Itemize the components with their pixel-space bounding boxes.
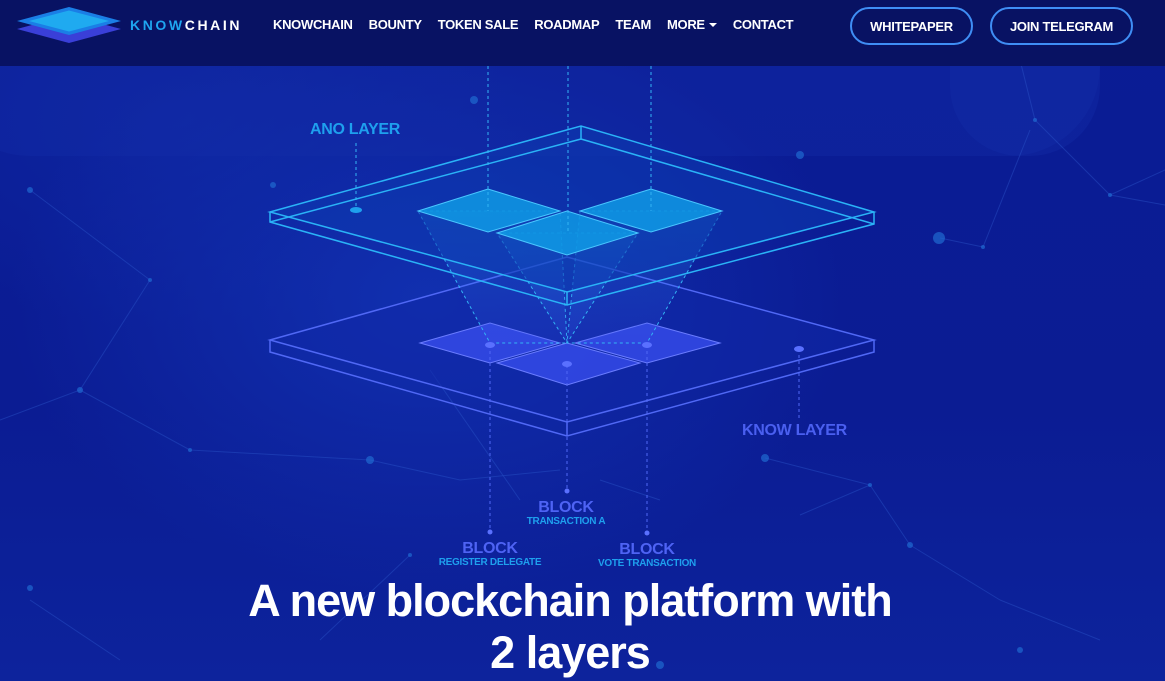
nav-link-roadmap[interactable]: ROADMAP [534, 17, 600, 32]
block-register-delegate: BLOCK REGISTER DELEGATE [430, 540, 550, 569]
nav-link-bounty[interactable]: BOUNTY [368, 17, 422, 32]
block-transaction-a: BLOCK TRANSACTION A [516, 499, 616, 528]
nav-link-more-label: MORE [667, 17, 705, 32]
block-title: BLOCK [462, 540, 518, 557]
brand-home-link[interactable]: KNOWCHAIN [17, 7, 239, 45]
hero-headline: A new blockchain platform with 2 layers [0, 575, 1140, 679]
headline-line-2: 2 layers [490, 627, 651, 678]
nav-link-knowchain[interactable]: KNOWCHAIN [273, 17, 353, 32]
know-layer-label: KNOW LAYER [742, 422, 847, 439]
block-subtitle: VOTE TRANSACTION [598, 558, 696, 569]
ano-layer-label: ANO LAYER [310, 121, 401, 138]
nav-link-token-sale[interactable]: TOKEN SALE [437, 17, 519, 32]
join-telegram-button[interactable]: JOIN TELEGRAM [990, 7, 1133, 45]
nav-links: KNOWCHAIN BOUNTY TOKEN SALE ROADMAP TEAM… [273, 17, 809, 32]
block-title: BLOCK [619, 541, 675, 558]
nav-dropdown-more[interactable]: MORE [667, 17, 717, 32]
whitepaper-button[interactable]: WHITEPAPER [850, 7, 973, 45]
brand-name: KNOWCHAIN [130, 17, 243, 33]
block-subtitle: TRANSACTION A [526, 516, 606, 527]
block-title: BLOCK [538, 499, 594, 516]
block-subtitle: REGISTER DELEGATE [438, 557, 542, 568]
nav-link-contact[interactable]: CONTACT [732, 17, 794, 32]
caret-down-icon [708, 22, 717, 27]
headline-line-1: A new blockchain platform with [248, 575, 892, 626]
nav-link-team[interactable]: TEAM [615, 17, 651, 32]
ano-layer [267, 125, 877, 306]
stacked-layers-logo-icon [17, 7, 121, 43]
block-vote-transaction: BLOCK VOTE TRANSACTION [592, 541, 702, 570]
navbar: KNOWCHAIN KNOWCHAIN BOUNTY TOKEN SALE RO… [0, 0, 1165, 66]
